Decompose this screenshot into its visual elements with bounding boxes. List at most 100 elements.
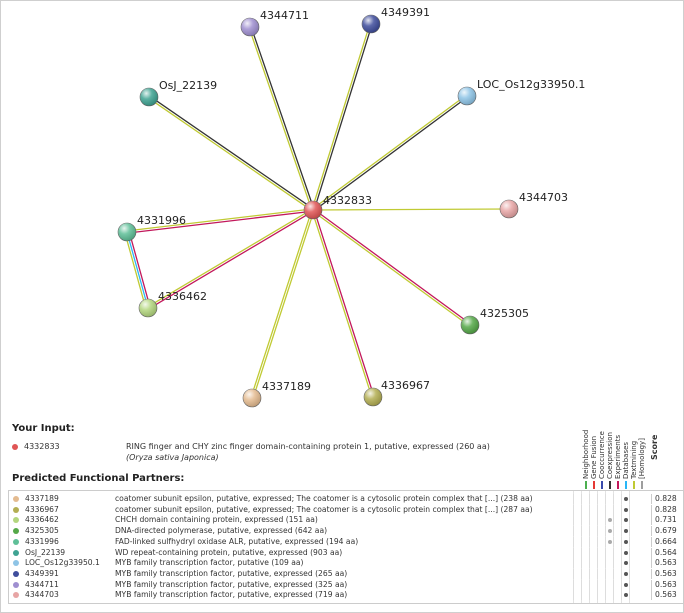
node-4336967-label: 4336967 [381, 379, 430, 392]
edge-4336462[interactable] [148, 210, 314, 310]
partner-id[interactable]: 4336462 [25, 515, 59, 525]
partner-id[interactable]: OsJ_22139 [25, 547, 66, 557]
evidence-cell [589, 504, 598, 515]
edge-LOC_Os12g33950.1[interactable] [311, 94, 467, 210]
evidence-dot [608, 518, 612, 523]
node-center-4332833[interactable]: 4332833 [303, 194, 372, 220]
evidence-swatch [585, 481, 587, 489]
partner-score: 0.679 [651, 526, 684, 537]
evidence-label: Databases [622, 441, 630, 479]
partner-id[interactable]: 4349391 [25, 568, 59, 578]
node-4325305-label: 4325305 [480, 307, 529, 320]
partner-row[interactable]: OsJ_22139 WD repeat-containing protein, p… [9, 547, 684, 558]
edge-OsJ_22139[interactable] [148, 97, 313, 212]
evidence-header-databases: Databases [622, 442, 630, 489]
edge-4331996-4336462[interactable] [126, 231, 149, 309]
edge-4344711[interactable] [248, 27, 313, 211]
partner-score: 0.563 [651, 579, 684, 590]
node-4336967[interactable]: 4336967 [363, 379, 430, 407]
partner-description: DNA-directed polymerase, putative, expre… [115, 526, 328, 536]
edge-4349391[interactable] [311, 23, 371, 210]
evidence-cell [605, 568, 614, 579]
partner-score: 0.564 [651, 547, 684, 558]
edge-4337189[interactable] [250, 209, 313, 398]
edge-4331996-4336462[interactable] [128, 231, 151, 308]
evidence-cell [613, 536, 622, 547]
edge-OsJ_22139[interactable] [149, 95, 314, 210]
partner-row[interactable]: LOC_Os12g33950.1 MYB family transcription… [9, 558, 681, 569]
partner-id[interactable]: 4337189 [25, 494, 59, 503]
evidence-cell [613, 515, 622, 526]
partner-id[interactable]: 4344711 [25, 579, 59, 589]
partner-score: 0.563 [651, 590, 684, 601]
node-LOC_Os12g33950.1[interactable]: LOC_Os12g33950.1 [457, 78, 585, 106]
partner-description: MYB family transcription factor, putativ… [115, 568, 348, 578]
partner-row[interactable]: 4336462 CHCH domain containing protein, e… [9, 515, 681, 526]
partner-description: WD repeat-containing protein, putative, … [115, 547, 343, 557]
input-protein-id[interactable]: 4332833 [24, 442, 60, 451]
evidence-swatch [641, 481, 643, 489]
edge-4336967[interactable] [313, 209, 375, 397]
evidence-cell [621, 494, 630, 504]
evidence-cell [581, 590, 590, 601]
evidence-cell [581, 536, 590, 547]
partner-id[interactable]: 4325305 [25, 526, 59, 536]
partner-description: MYB family transcription factor, putativ… [115, 558, 304, 568]
node-4325305[interactable]: 4325305 [460, 307, 529, 335]
edge-4344711[interactable] [250, 26, 315, 210]
edge-4344703[interactable] [312, 208, 510, 211]
evidence-cell [605, 579, 614, 590]
partner-id[interactable]: 4331996 [25, 536, 59, 546]
edge-4336462[interactable] [147, 208, 313, 308]
partner-node-dot [13, 560, 19, 567]
evidence-cell [621, 558, 630, 569]
evidence-label: Experiments [614, 434, 622, 479]
evidence-cell [613, 579, 622, 590]
evidence-column-rule [573, 491, 574, 603]
node-4331996[interactable]: 4331996 [117, 214, 186, 242]
partner-row[interactable]: 4344711 MYB family transcription factor, … [9, 579, 684, 590]
node-4349391-label: 4349391 [381, 6, 430, 19]
edge-4325305[interactable] [313, 208, 472, 325]
node-4344711[interactable]: 4344711 [240, 9, 309, 37]
evidence-cell [589, 494, 598, 504]
evidence-cell [629, 558, 638, 569]
edge-4331996-4336462[interactable] [124, 232, 147, 309]
evidence-label: Neighborhood [582, 429, 590, 479]
node-4344703[interactable]: 4344703 [499, 191, 568, 219]
edge-4331996[interactable] [126, 208, 313, 232]
node-4336462[interactable]: 4336462 [138, 290, 207, 318]
partner-row[interactable]: 4325305 DNA-directed polymerase, putative… [9, 526, 684, 537]
node-4349391[interactable]: 4349391 [361, 6, 430, 34]
partner-id[interactable]: LOC_Os12g33950.1 [25, 558, 100, 568]
input-protein-description: RING finger and CHY zinc finger domain-c… [126, 442, 490, 451]
evidence-dot [624, 582, 628, 587]
edge-4349391[interactable] [313, 24, 373, 211]
evidence-column-rule [589, 491, 590, 603]
evidence-dot [624, 518, 628, 523]
edge-4331996[interactable] [127, 210, 314, 234]
partner-description: CHCH domain containing protein, expresse… [115, 515, 318, 525]
partner-row[interactable]: 4349391 MYB family transcription factor, … [9, 568, 681, 579]
partner-description: MYB family transcription factor, putativ… [115, 579, 348, 589]
edge-4325305[interactable] [311, 210, 470, 327]
edge-4336967[interactable] [311, 210, 373, 398]
evidence-cell [621, 568, 630, 579]
node-4337189[interactable]: 4337189 [242, 380, 311, 408]
partner-node-dot [13, 592, 19, 599]
partner-id[interactable]: 4336967 [25, 504, 59, 514]
partner-id[interactable]: 4344703 [25, 590, 59, 600]
evidence-dot [624, 571, 628, 576]
edge-4337189[interactable] [252, 210, 315, 399]
evidence-cell [581, 526, 590, 537]
evidence-cell [621, 579, 630, 590]
node-OsJ_22139[interactable]: OsJ_22139 [139, 79, 217, 107]
edge-LOC_Os12g33950.1[interactable] [313, 96, 469, 212]
evidence-cell [629, 504, 638, 515]
partner-node-dot [13, 506, 19, 513]
